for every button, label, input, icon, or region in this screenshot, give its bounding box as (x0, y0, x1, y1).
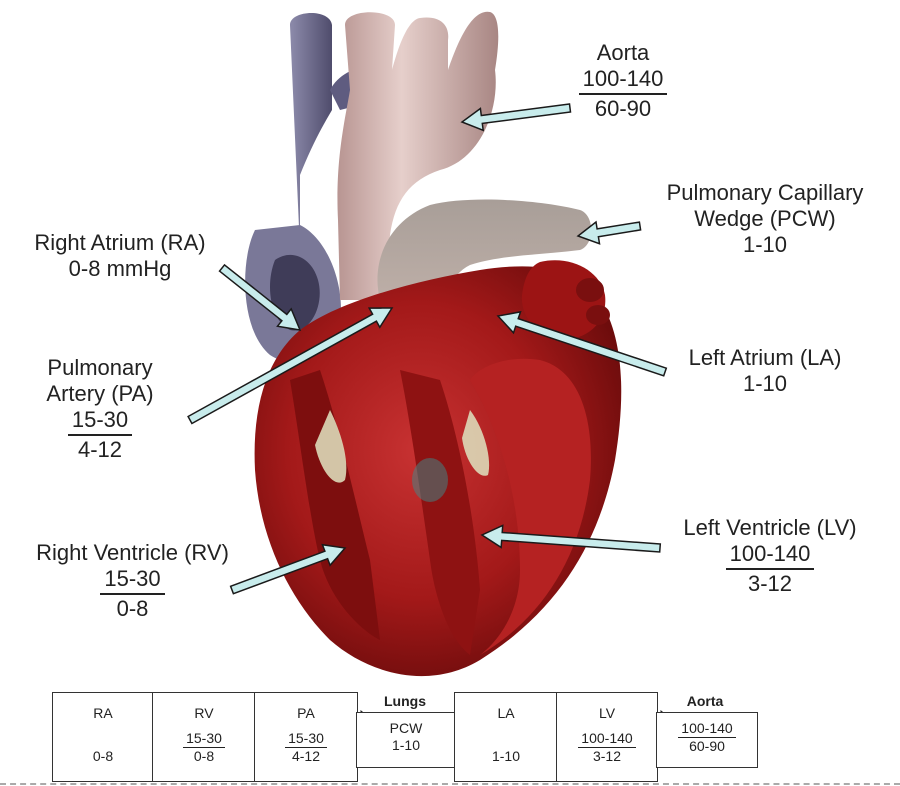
lv-label-name: Left Ventricle (LV) (683, 515, 856, 540)
flow-box-lv: LV 100-140 3-12 (556, 692, 658, 782)
rv-label-name: Right Ventricle (RV) (36, 540, 229, 565)
pa-systolic: 15-30 (68, 407, 132, 436)
rv-pressure-fraction: 15-30 0-8 (88, 566, 176, 622)
rv-diastolic: 0-8 (100, 595, 164, 622)
flow-box-ra-name: RA (53, 705, 153, 722)
flow-box-pa-name: PA (255, 705, 357, 722)
lungs-header: Lungs (355, 693, 455, 709)
aorta-systolic: 100-140 (579, 66, 668, 95)
bottom-dashed-rule (0, 783, 900, 785)
pa-label: Pulmonary Artery (PA) 15-30 4-12 (20, 355, 180, 463)
flow-box-rv-name: RV (153, 705, 255, 722)
flow-box-pa: PA 15-30 4-12 (254, 692, 358, 782)
aorta-diastolic: 60-90 (579, 95, 668, 122)
aorta-label: Aorta 100-140 60-90 (568, 40, 678, 122)
lv-systolic: 100-140 (726, 541, 815, 570)
flow-box-lv-name: LV (557, 705, 657, 722)
flow-box-rv-num: 15-30 (183, 730, 225, 748)
flow-box-pa-fraction: 15-30 4-12 (285, 730, 327, 765)
flow-box-rv-den: 0-8 (183, 748, 225, 765)
flow-box-pa-den: 4-12 (285, 748, 327, 765)
pcw-label: Pulmonary Capillary Wedge (PCW) 1-10 (640, 180, 890, 258)
flow-box-aorta-fraction: 100-140 60-90 (678, 720, 735, 755)
flow-box-rv-fraction: 15-30 0-8 (183, 730, 225, 765)
flow-box-pcw-name: PCW (357, 720, 455, 737)
flow-box-pcw-value: 1-10 (357, 737, 455, 754)
flow-box-lv-fraction: 100-140 3-12 (578, 730, 635, 765)
lv-diastolic: 3-12 (726, 570, 815, 597)
pa-label-line1: Pulmonary (47, 355, 152, 380)
la-label: Left Atrium (LA) 1-10 (660, 345, 870, 397)
flow-box-ra-value: 0-8 (53, 748, 153, 765)
ra-label-name: Right Atrium (RA) (34, 230, 205, 255)
flow-box-pcw: PCW 1-10 (356, 712, 456, 768)
lv-label: Left Ventricle (LV) 100-140 3-12 (655, 515, 885, 597)
pcw-range: 1-10 (743, 232, 787, 257)
la-range: 1-10 (743, 371, 787, 396)
rv-systolic: 15-30 (100, 566, 164, 595)
lv-pressure-fraction: 100-140 3-12 (726, 541, 815, 597)
aorta-header: Aorta (655, 693, 755, 709)
la-label-name: Left Atrium (LA) (689, 345, 842, 370)
flow-box-la-value: 1-10 (455, 748, 557, 765)
flow-box-lv-den: 3-12 (578, 748, 635, 765)
pcw-label-line1: Pulmonary Capillary (667, 180, 864, 205)
aorta-pressure-fraction: 100-140 60-90 (579, 66, 668, 122)
rv-label: Right Ventricle (RV) 15-30 0-8 (5, 540, 260, 622)
flow-box-lv-num: 100-140 (578, 730, 635, 748)
flow-box-pa-num: 15-30 (285, 730, 327, 748)
flow-box-aorta: 100-140 60-90 (656, 712, 758, 768)
ra-label: Right Atrium (RA) 0-8 mmHg (0, 230, 240, 282)
ra-range: 0-8 mmHg (69, 256, 172, 281)
flow-box-ra: RA 0-8 (52, 692, 154, 782)
aorta-label-name: Aorta (597, 40, 650, 65)
flow-box-la: LA 1-10 (454, 692, 558, 782)
pa-pressure-fraction: 15-30 4-12 (48, 407, 152, 463)
flow-box-aorta-num: 100-140 (678, 720, 735, 738)
flow-box-la-name: LA (455, 705, 557, 722)
flow-box-aorta-den: 60-90 (678, 738, 735, 755)
pa-diastolic: 4-12 (68, 436, 132, 463)
pcw-label-line2: Wedge (PCW) (694, 206, 835, 231)
flow-box-rv: RV 15-30 0-8 (152, 692, 256, 782)
pa-label-line2: Artery (PA) (46, 381, 153, 406)
